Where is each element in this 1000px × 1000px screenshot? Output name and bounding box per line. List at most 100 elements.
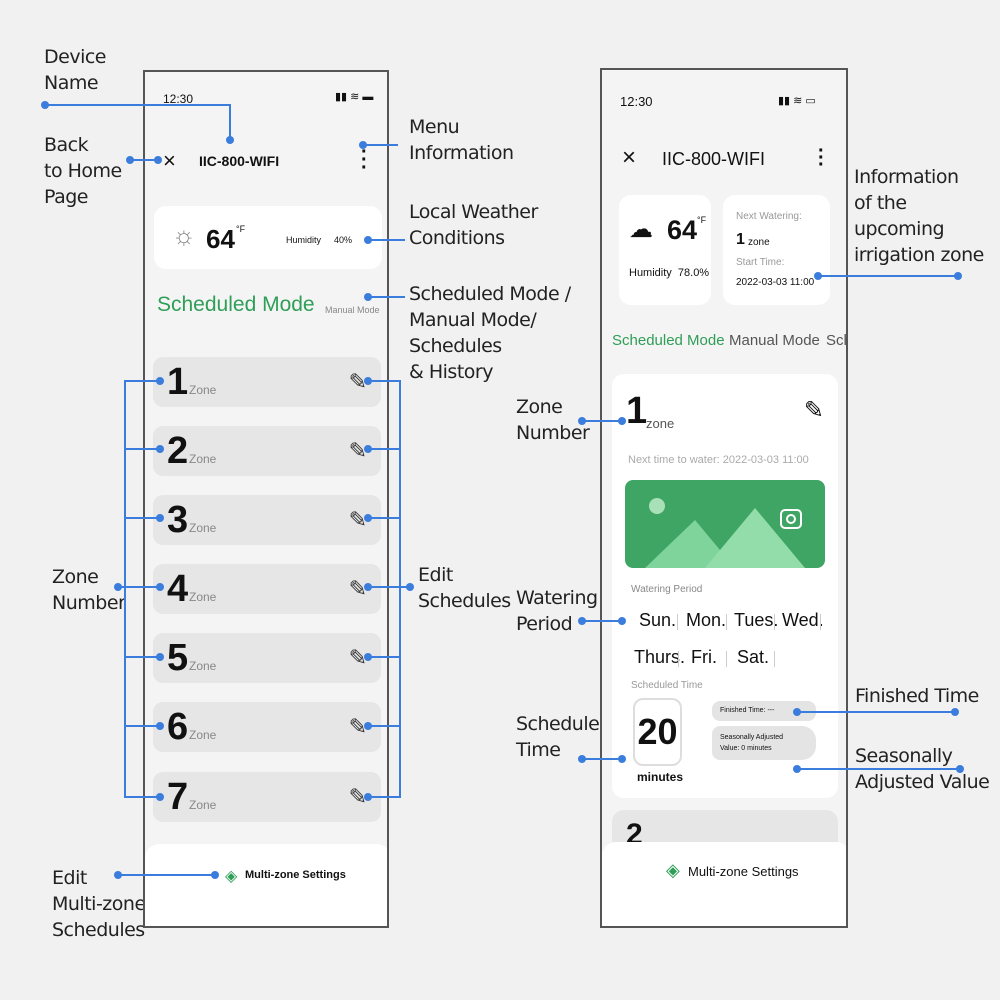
day-mon[interactable]: Mon. (686, 610, 727, 630)
zone-number: 4 (167, 568, 188, 610)
device-title: IIC-800-WIFI (199, 153, 280, 169)
edit-icon[interactable]: ✎ (348, 576, 367, 601)
edit-icon[interactable]: ✎ (348, 438, 367, 463)
multizone-label: Multi-zone Settings (245, 869, 346, 881)
next-time-to-water: Next time to water: 2022-03-03 11:00 (628, 454, 809, 466)
tab-schedules[interactable]: Sch (826, 332, 846, 349)
scheduled-time-label: Scheduled Time (631, 680, 703, 691)
zone-label: Zone (189, 659, 217, 673)
edit-icon[interactable]: ✎ (803, 397, 824, 424)
next-zone-word: zone (748, 237, 770, 248)
annotation-watering-period: Watering Period (516, 587, 598, 635)
watering-period-label: Watering Period (631, 584, 703, 595)
zone-label: Zone (189, 590, 217, 604)
close-icon[interactable]: × (622, 144, 637, 171)
edit-icon[interactable]: ✎ (348, 645, 367, 670)
zone-word: zone (646, 416, 675, 431)
day-wed[interactable]: Wed. (782, 610, 824, 630)
finished-time: Finished Time: --- (712, 701, 816, 721)
zone-number: 7 (167, 776, 188, 818)
annotation-modes: Scheduled Mode / Manual Mode/ Schedules … (409, 283, 571, 383)
zone-number: 1 (626, 390, 648, 432)
annotation-finished-time: Finished Time (855, 685, 979, 707)
menu-dots-icon[interactable]: ··· (361, 141, 368, 179)
sun-icon: ☼ (172, 220, 196, 250)
annotation-device-name: Device Name (44, 46, 106, 94)
temperature-unit: °F (236, 224, 246, 234)
temperature-unit: °F (697, 215, 707, 225)
cloud-icon: ☁ (629, 216, 653, 243)
zone-number: 6 (167, 706, 188, 748)
zone-photo-placeholder[interactable] (625, 480, 825, 568)
start-time-label: Start Time: (736, 257, 785, 268)
seasonal-adjusted-value: Seasonally Adjusted Value: 0 minutes (712, 726, 816, 760)
next-watering-card: Next Watering: 1 zone Start Time: 2022-0… (723, 195, 830, 305)
annotation-edit-schedules: Edit Schedules (418, 564, 511, 612)
minutes-input[interactable]: 20 (633, 698, 682, 766)
edit-icon[interactable]: ✎ (348, 507, 367, 532)
tab-scheduled-mode[interactable]: Scheduled Mode (612, 332, 725, 349)
day-tues[interactable]: Tues. (734, 610, 779, 630)
day-sat[interactable]: Sat. (737, 647, 770, 667)
device-title: IIC-800-WIFI (662, 149, 766, 169)
zone-card: 1 zone ✎ Next time to water: 2022-03-03 … (612, 374, 838, 798)
status-time: 12:30 (163, 92, 194, 106)
annotation-zone-number-right: Zone Number (516, 396, 590, 444)
weather-card: ☁ 64 °F Humidity 78.0% (619, 195, 711, 305)
next-zone-number: 1 (736, 231, 745, 248)
temperature: 64 (206, 224, 235, 254)
annotation-zone-number-left: Zone Number (52, 566, 126, 614)
tab-manual-mode[interactable]: Manual Mode (325, 305, 380, 315)
annotation-upcoming-info: Information of the upcoming irrigation z… (854, 166, 984, 266)
landscape-icon (645, 498, 805, 568)
status-icons: ▮▮ ≋ ▭ (778, 95, 816, 107)
zone-label: Zone (189, 383, 217, 397)
zone-number: 2 (167, 430, 188, 472)
tab-manual-mode[interactable]: Manual Mode (729, 332, 820, 349)
day-sun[interactable]: Sun. (639, 610, 677, 630)
next-watering-label: Next Watering: (736, 211, 802, 222)
zone-number: 3 (167, 499, 188, 541)
edit-icon[interactable]: ✎ (348, 369, 367, 394)
day-thurs[interactable]: Thurs. (634, 647, 686, 667)
edit-icon[interactable]: ✎ (348, 784, 367, 809)
humidity: Humidity 78.0% (629, 267, 710, 279)
annotation-edit-multizone: Edit Multi-zone Schedules (52, 867, 146, 941)
annotation-back-home: Back to Home Page (44, 134, 122, 208)
day-fri[interactable]: Fri. (691, 647, 717, 667)
layers-icon: ◈ (666, 860, 680, 880)
humidity-label: Humidity (286, 235, 322, 245)
annotation-local-weather: Local Weather Conditions (409, 201, 538, 249)
multizone-settings-button[interactable]: ◈ Multi-zone Settings (145, 844, 387, 926)
status-time: 12:30 (620, 94, 653, 109)
left-phone: 12:30 ▮▮ ≋ ▬ × IIC-800-WIFI ··· ☼ 64 °F … (143, 70, 389, 928)
temperature: 64 (667, 215, 698, 245)
zone-label: Zone (189, 798, 217, 812)
start-time-value: 2022-03-03 11:00 (736, 277, 815, 288)
annotation-menu-info: Menu Information (409, 116, 514, 164)
humidity-value: 40% (334, 235, 353, 245)
right-phone: 12:30 ▮▮ ≋ ▭ × IIC-800-WIFI ··· ☁ 64 °F … (600, 68, 848, 928)
zone-label: Zone (189, 452, 217, 466)
annotation-seasonal: Seasonally Adjusted Value (855, 745, 990, 793)
edit-icon[interactable]: ✎ (348, 714, 367, 739)
tab-scheduled-mode[interactable]: Scheduled Mode (157, 293, 315, 316)
multizone-settings-button[interactable]: ◈ Multi-zone Settings (602, 842, 846, 926)
zone-label: Zone (189, 728, 217, 742)
zone-number: 1 (167, 361, 188, 403)
zone-number: 5 (167, 637, 188, 679)
annotation-scheduled-time: Scheduled Time (516, 713, 611, 761)
close-icon[interactable]: × (163, 148, 176, 173)
multizone-label: Multi-zone Settings (688, 864, 799, 879)
layers-icon: ◈ (225, 868, 238, 885)
weather-card: ☼ 64 °F Humidity 40% (154, 206, 382, 269)
minutes-unit: minutes (637, 770, 684, 784)
menu-dots-icon[interactable]: ··· (818, 140, 825, 176)
